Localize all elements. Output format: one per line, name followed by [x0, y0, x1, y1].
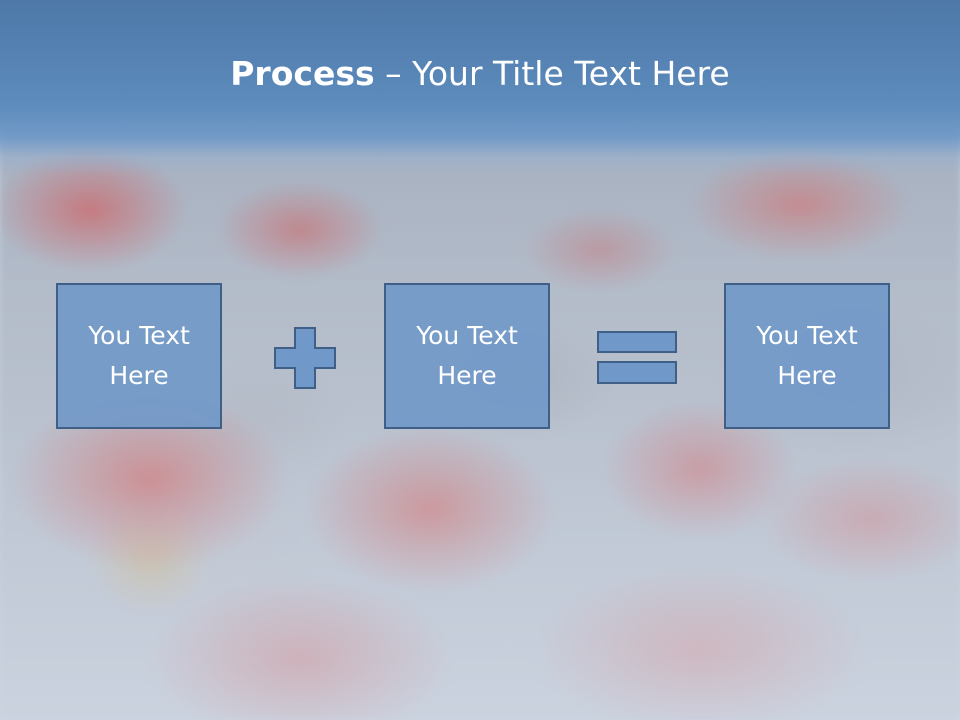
process-box-3[interactable]: You Text Here — [724, 283, 890, 429]
equals-icon — [597, 331, 677, 384]
slide-title: Process – Your Title Text Here — [0, 52, 960, 96]
title-bar — [0, 0, 960, 175]
process-box-1[interactable]: You Text Here — [56, 283, 222, 429]
process-box-3-text: You Text Here — [756, 321, 858, 390]
plus-icon — [274, 327, 336, 389]
slide-title-bold: Process — [230, 54, 375, 93]
process-box-2[interactable]: You Text Here — [384, 283, 550, 429]
process-box-1-text: You Text Here — [88, 321, 190, 390]
slide-title-rest: – Your Title Text Here — [374, 54, 730, 93]
process-box-2-text: You Text Here — [416, 321, 518, 390]
